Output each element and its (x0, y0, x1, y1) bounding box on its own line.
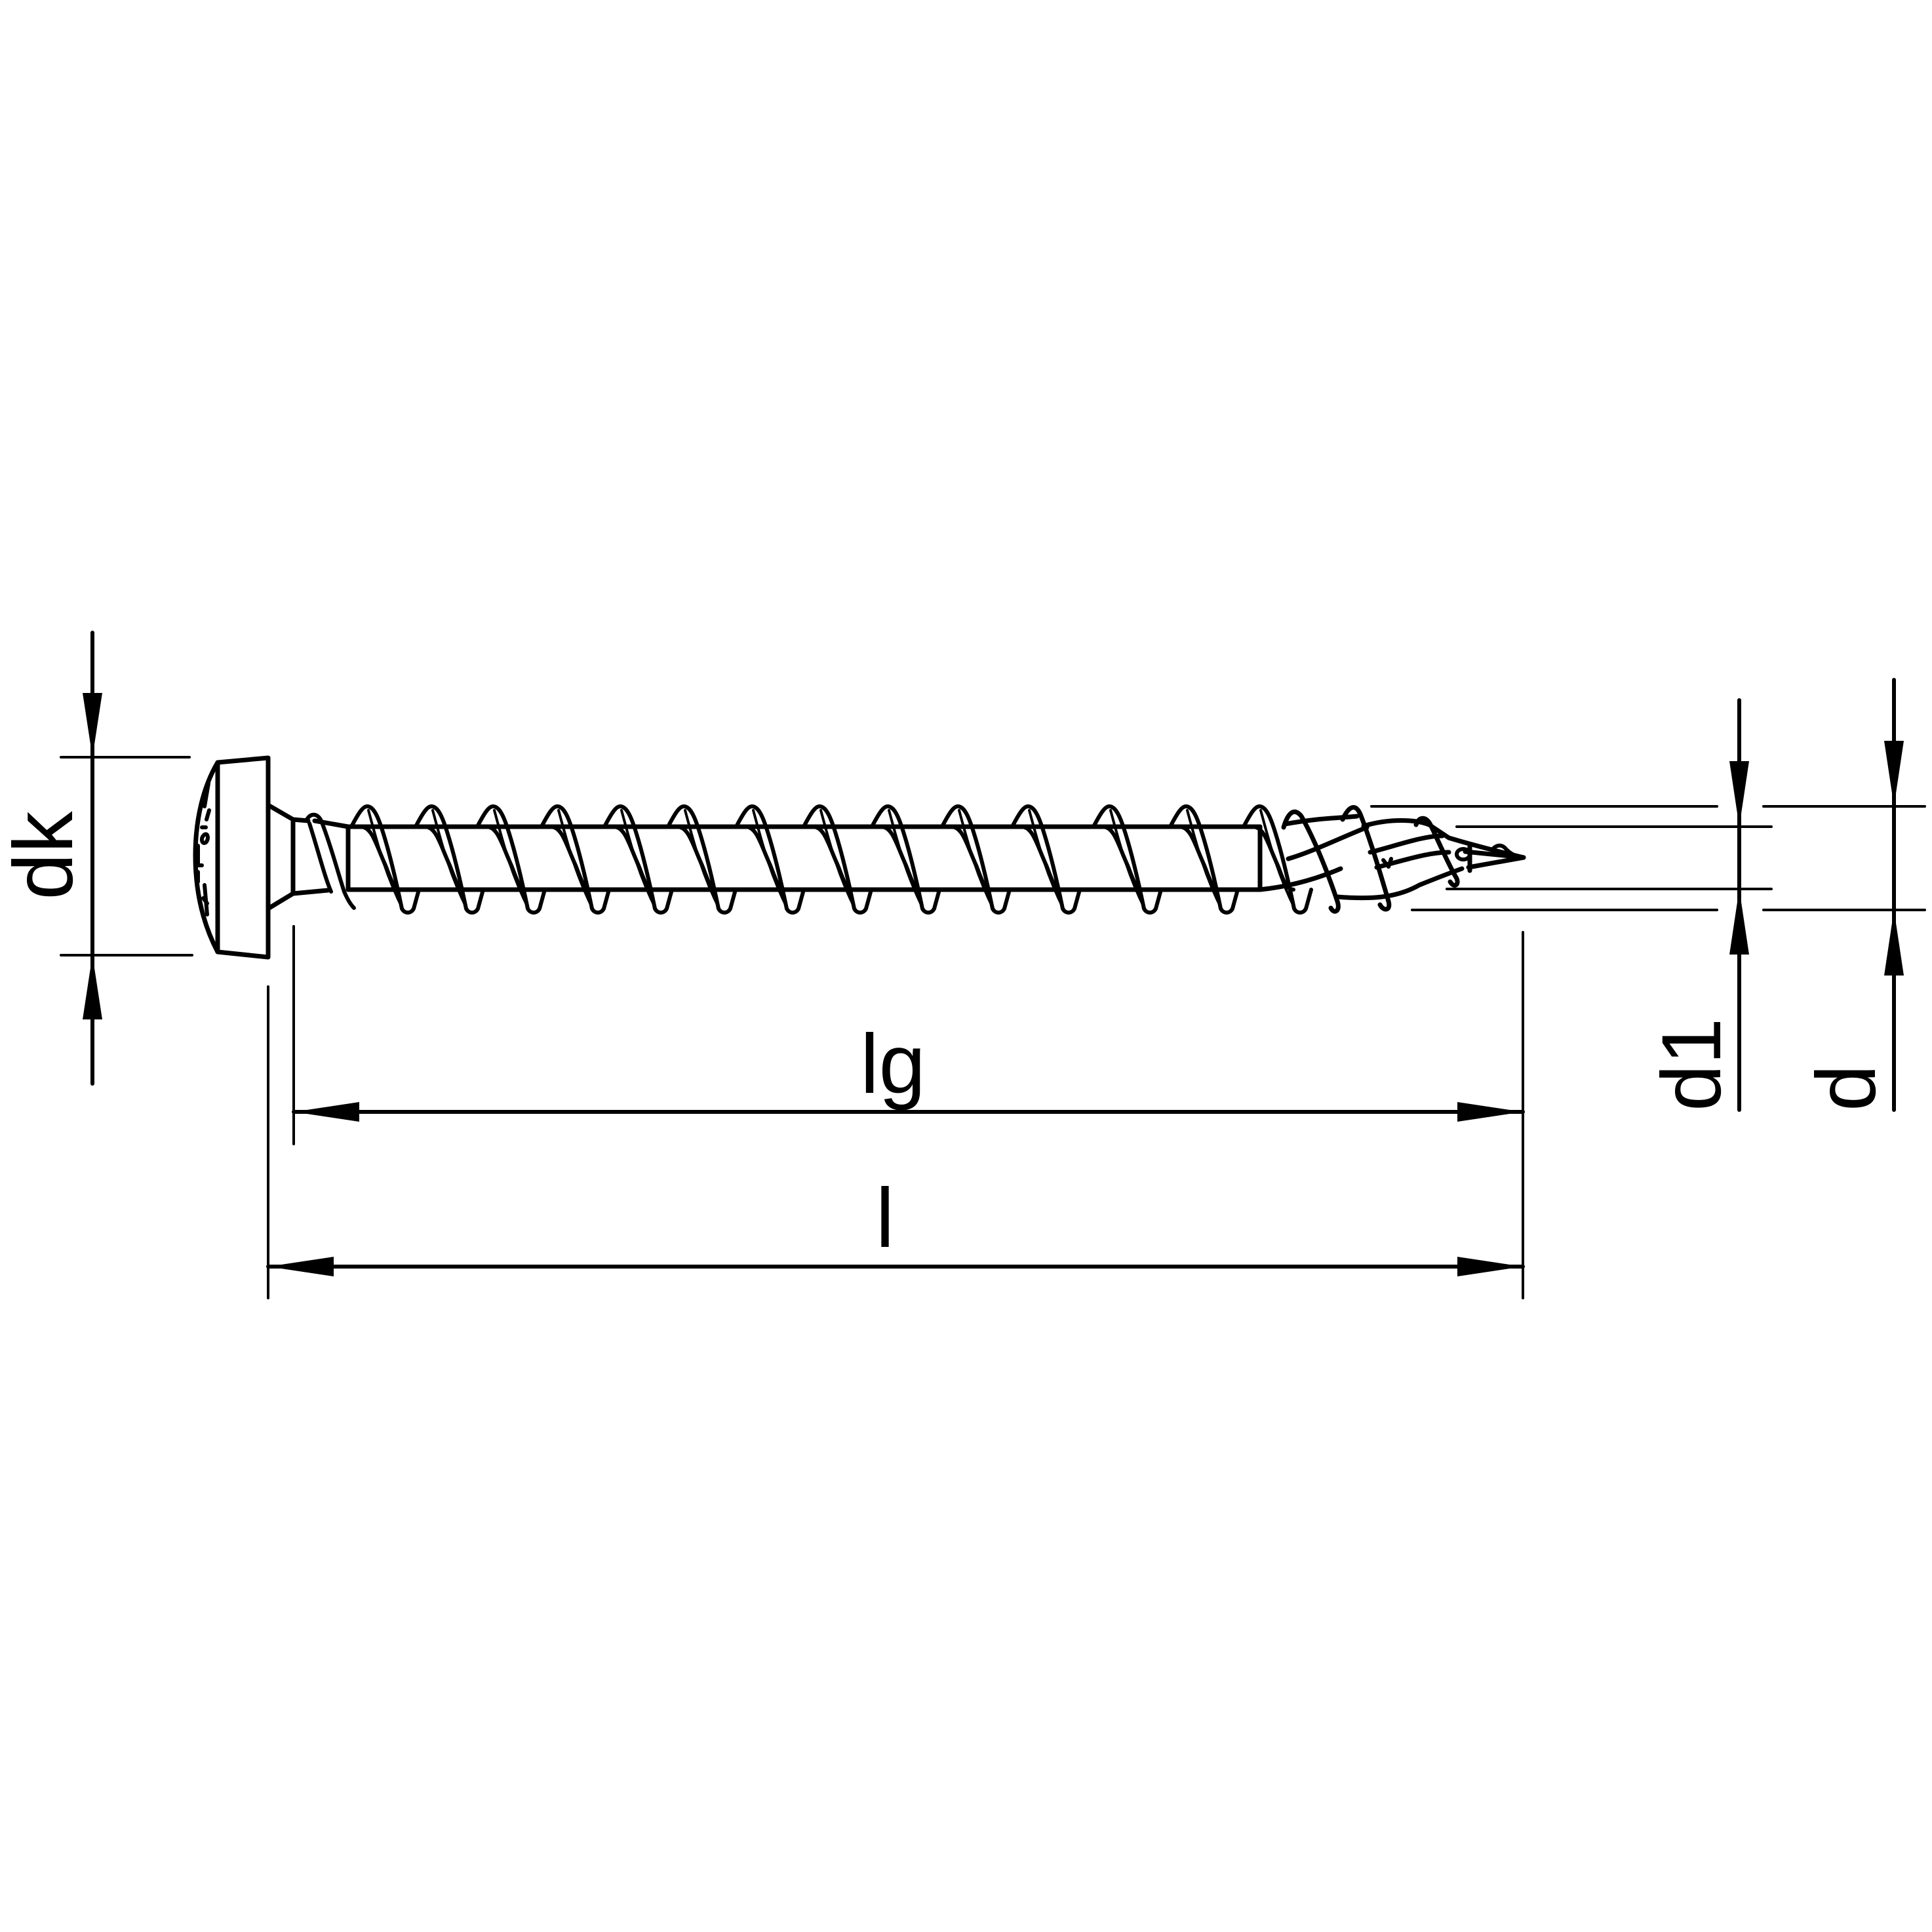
dimension-d: d (1370, 678, 1926, 1112)
thread-flank-back (819, 809, 857, 911)
thread-crest (1010, 804, 1082, 915)
head-body (215, 755, 271, 960)
arrow-down-icon (83, 693, 102, 757)
arrow-left-icon (268, 1257, 334, 1276)
dimension-d1: d1 (1446, 698, 1773, 1112)
thread-flank-back (958, 809, 995, 911)
drive-recess-detail (196, 844, 209, 917)
thread-crest (734, 804, 806, 915)
arrow-left-icon (294, 1102, 359, 1122)
dimension-l: l (266, 931, 1525, 1299)
thread-flank-back (1109, 809, 1147, 911)
lg-label: lg (860, 1017, 926, 1111)
thread-flank-back (888, 809, 925, 911)
screw-tip (1257, 805, 1526, 914)
arrow-right-icon (1457, 1257, 1523, 1276)
thread-crest (349, 804, 421, 915)
thread-crest (540, 804, 611, 915)
d1-label: d1 (1645, 1018, 1739, 1111)
arrow-up-icon (1729, 889, 1749, 955)
arrow-up-icon (1884, 910, 1904, 976)
head-neck (266, 802, 296, 911)
thread-flank-back (367, 809, 404, 911)
arrow-down-icon (1884, 741, 1904, 806)
screw-head (193, 755, 296, 960)
thread-flank-back (620, 809, 658, 911)
thread-crest (1092, 804, 1163, 915)
thread-flank-back (684, 809, 721, 911)
thread-crest (602, 804, 674, 915)
thread-flank-back (493, 809, 530, 911)
thread-flank-back (752, 809, 789, 911)
thread-crest (475, 804, 547, 915)
thread-flank-back (1259, 809, 1297, 911)
thread-flank-back (431, 809, 469, 911)
thread-flank-back (557, 809, 595, 911)
dimension-lg: lg (292, 925, 1525, 1145)
thread-flank-back (1028, 809, 1065, 911)
l-label: l (876, 1172, 894, 1265)
thread-crest (802, 804, 873, 915)
thread-crest (870, 804, 941, 915)
screw-threads (349, 804, 1313, 915)
thread-crest (666, 804, 738, 915)
drive-recess-icon (199, 781, 211, 845)
arrow-up-icon (83, 955, 102, 1019)
thread-flank-back (1186, 809, 1223, 911)
thread-crest (940, 804, 1012, 915)
screw-transition (290, 812, 356, 910)
thread-crest (414, 804, 485, 915)
arrow-down-icon (1729, 761, 1749, 827)
thread-crest (1168, 804, 1240, 915)
dimension-dk: dk (0, 631, 193, 1086)
d-label: d (1800, 1065, 1893, 1111)
thread-crest (1242, 804, 1313, 915)
arrow-right-icon (1457, 1102, 1523, 1122)
dk-label: dk (0, 810, 90, 899)
